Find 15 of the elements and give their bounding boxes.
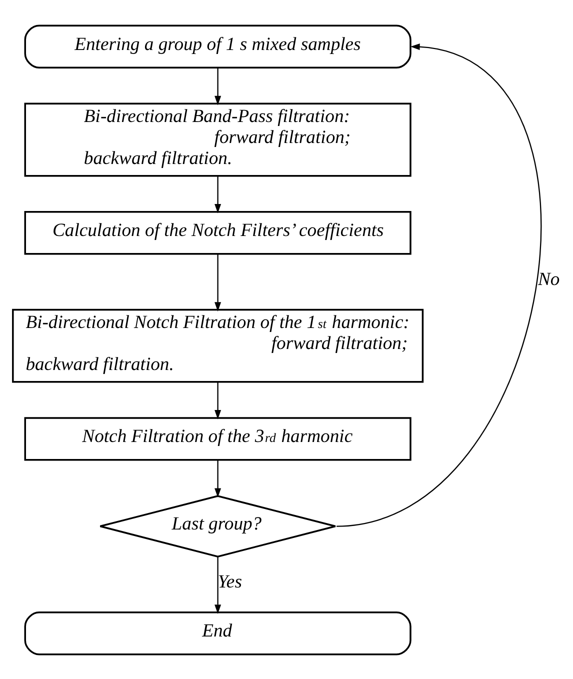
arrow (214, 556, 222, 614)
arrow (214, 382, 222, 419)
node-box: Calculation of the Notch Filters’ coefficients (24, 210, 412, 254)
arrow (336, 43, 542, 526)
node-box: Entering a group of 1 s mixed samples (24, 24, 412, 68)
arrow (214, 176, 222, 213)
edge-label: Yes (218, 571, 242, 592)
node-box: Notch Filtration of the 3rd harmonic (24, 416, 412, 460)
arrow (214, 67, 222, 105)
arrow (214, 460, 222, 498)
node-box: End (24, 611, 412, 655)
node-diamond: Last group? (99, 494, 336, 557)
edge-label: No (538, 268, 560, 290)
arrow (214, 254, 222, 311)
node-box: Bi-directional Band-Pass filtration: forward filtration; backward filtration. (24, 102, 412, 176)
